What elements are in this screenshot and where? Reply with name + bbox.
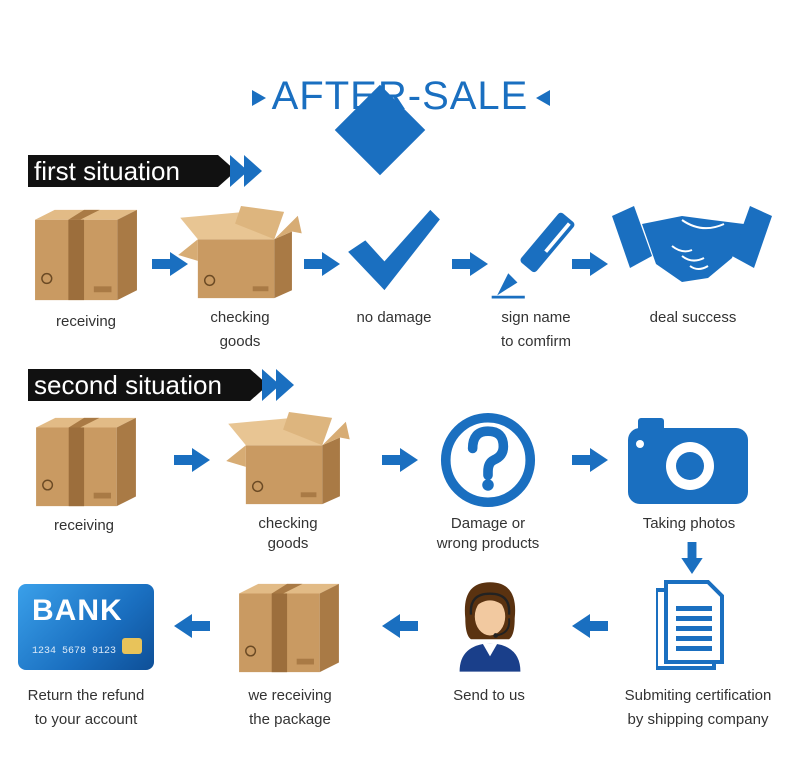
first-situation-label: first situation bbox=[34, 156, 180, 186]
box-closed-icon bbox=[230, 580, 348, 676]
arrow-right-icon bbox=[572, 448, 608, 472]
bank-card-icon: BANK 1234 5678 9123 bbox=[18, 584, 154, 670]
step-caption: Return the refund to your account bbox=[27, 687, 145, 728]
arrow-right-icon bbox=[174, 448, 210, 472]
bank-card-brand: BANK bbox=[32, 594, 123, 627]
box-closed-icon bbox=[26, 414, 146, 510]
arrow-right-icon bbox=[452, 252, 488, 276]
step-caption: no damage bbox=[356, 309, 432, 326]
handshake-icon bbox=[612, 206, 772, 286]
card-chip-icon bbox=[122, 638, 142, 654]
title-left-triangle-icon bbox=[252, 90, 266, 106]
arrow-down-icon bbox=[680, 542, 704, 574]
first-situation-banner: first situation bbox=[28, 155, 262, 187]
box-open-icon bbox=[176, 204, 304, 302]
step-caption: sign name to comfirm bbox=[500, 309, 571, 350]
bank-card-number: 1234 5678 9123 bbox=[32, 646, 117, 657]
banner-chevron-icon bbox=[244, 155, 262, 187]
step-caption: we receiving the package bbox=[248, 687, 332, 728]
arrow-right-icon bbox=[572, 252, 608, 276]
title-right-triangle-icon bbox=[536, 90, 550, 106]
step-caption: checking goods bbox=[258, 515, 318, 552]
question-icon bbox=[440, 412, 536, 508]
arrow-left-icon bbox=[382, 614, 418, 638]
step-caption: receiving bbox=[53, 517, 115, 534]
pen-icon bbox=[488, 204, 580, 302]
arrow-right-icon bbox=[304, 252, 340, 276]
title-part-2: -SALE bbox=[407, 74, 529, 118]
banner-chevron-icon bbox=[262, 369, 280, 401]
step-caption: checking goods bbox=[210, 309, 270, 350]
arrow-left-icon bbox=[572, 614, 608, 638]
box-open-icon bbox=[224, 410, 352, 508]
arrow-left-icon bbox=[174, 614, 210, 638]
banner-chevron-icon bbox=[276, 369, 294, 401]
checkmark-icon bbox=[346, 206, 442, 292]
banner-chevron-icon bbox=[230, 155, 248, 187]
second-situation-label: second situation bbox=[34, 370, 222, 400]
arrow-right-icon bbox=[382, 448, 418, 472]
document-icon bbox=[656, 580, 726, 670]
second-situation-banner: second situation bbox=[28, 369, 294, 401]
step-caption: Submiting certification by shipping comp… bbox=[624, 687, 772, 728]
page-title: AFTER-SALE bbox=[0, 74, 800, 119]
step-caption: Taking photos bbox=[642, 515, 736, 532]
step-caption: receiving bbox=[55, 313, 117, 330]
title-part-1: AFTER bbox=[271, 74, 408, 118]
camera-icon bbox=[628, 414, 748, 504]
step-caption: Send to us bbox=[453, 687, 525, 704]
box-closed-icon bbox=[26, 206, 146, 304]
page-title-block: AFTER-SALE bbox=[0, 60, 800, 176]
step-caption: Damage or wrong products bbox=[436, 515, 540, 552]
support-agent-icon bbox=[452, 580, 528, 672]
step-caption: deal success bbox=[649, 309, 737, 326]
